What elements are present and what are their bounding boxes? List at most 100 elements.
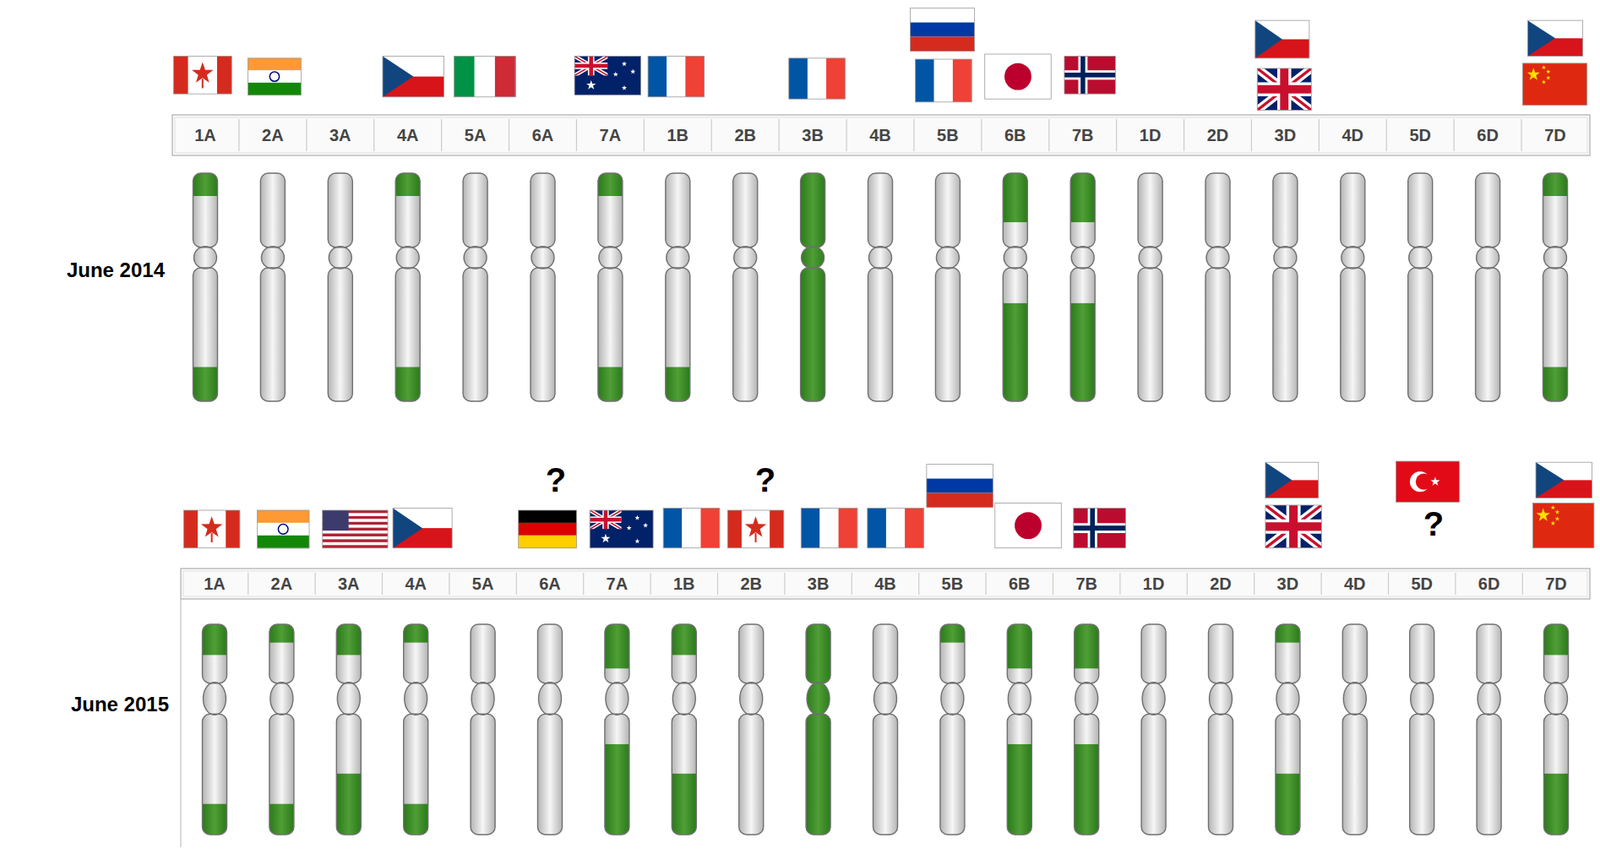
cell-divider [1522, 572, 1524, 595]
chromosome-outline [1208, 713, 1234, 835]
flag-part [248, 58, 302, 71]
flag-part [1527, 20, 1556, 56]
chromosome-outline [940, 624, 965, 684]
green-region [193, 173, 218, 402]
flag-border [173, 55, 232, 94]
country-flag [985, 54, 1052, 99]
flag-part [910, 22, 975, 38]
sequenced-region [1544, 773, 1569, 835]
chromosome-outline [1075, 682, 1099, 716]
chromosome-outline [327, 173, 353, 248]
country-flag [1532, 503, 1594, 549]
chromosome-outline [1137, 173, 1163, 248]
sequenced-region [403, 804, 429, 835]
chromosome-body [1343, 682, 1366, 716]
chromosome-outline [327, 267, 353, 402]
chromosome-outline [538, 713, 563, 835]
flag-part [322, 542, 388, 546]
chromosome-outline [739, 624, 764, 684]
chromosome-body [1002, 267, 1028, 402]
flag-border [1255, 20, 1310, 59]
flag-border [663, 508, 719, 549]
flag-part [1004, 63, 1032, 91]
country-flag [1265, 505, 1322, 549]
chromosome-label: 7D [1523, 118, 1588, 153]
chromosome-outline [739, 713, 764, 835]
flag-part [183, 510, 198, 549]
chromosome-outline [396, 246, 420, 269]
country-flag [1073, 508, 1127, 549]
chromosome-outline [868, 267, 893, 402]
chromosome-body [1410, 682, 1434, 716]
cell-divider [1052, 572, 1054, 595]
chromosome-body [1544, 713, 1569, 835]
flag-border [574, 55, 642, 95]
flag-border [1527, 20, 1583, 56]
chromosome-body [1138, 246, 1162, 269]
flag-star [1545, 76, 1551, 81]
chromosome-body [1342, 713, 1367, 835]
chromosome-label: 1D [1121, 570, 1187, 598]
flag-part [211, 533, 213, 543]
flag-part [1396, 461, 1460, 502]
cell-divider [1318, 119, 1320, 152]
green-region [1074, 624, 1100, 835]
sequenced-region [269, 624, 294, 643]
chromosome-body [260, 173, 285, 248]
chromosome-body [739, 624, 764, 684]
flag-part [1265, 505, 1322, 549]
flag-part [1064, 55, 1116, 94]
flag-part [173, 55, 188, 94]
chromosome-label: 2B [718, 570, 784, 598]
chromosome-body [1141, 624, 1166, 684]
chromosome-outline [1275, 713, 1301, 835]
chromosome-body [1208, 624, 1234, 684]
cell-divider [918, 572, 920, 595]
flag-border [1522, 63, 1587, 106]
chromosome-body [395, 173, 420, 248]
chromosome-body [1409, 624, 1435, 684]
cell-divider [851, 572, 853, 595]
sequenced-region [1070, 173, 1095, 223]
flag-part [727, 510, 742, 549]
flag-part [700, 508, 720, 549]
chromosome-outline [941, 682, 964, 716]
flag-part [474, 55, 496, 97]
chromosome-outline [1273, 246, 1297, 269]
chromosome-body [403, 624, 429, 684]
chromosome-body [538, 624, 563, 684]
chromosome-outline [1007, 682, 1031, 716]
flag-star [634, 515, 640, 521]
chromosome-outline [1410, 682, 1434, 716]
chromosome-body [1137, 267, 1163, 402]
chromosome-body [1275, 624, 1301, 684]
chromosome-label: 6B [983, 118, 1048, 153]
country-flag [800, 508, 858, 549]
flag-star [586, 80, 596, 90]
chromosome-outline [270, 682, 294, 716]
green-region [336, 624, 361, 835]
chromosome-body [1476, 624, 1502, 684]
chromosome-outline [336, 713, 361, 835]
country-flag [382, 55, 444, 97]
union-jack [1257, 68, 1312, 111]
sequenced-region [1275, 624, 1301, 643]
chromosome-body [1544, 624, 1569, 684]
chromosome-label: 5A [451, 570, 516, 598]
chromosome-outline [800, 173, 826, 248]
chromosome-outline [1544, 713, 1569, 835]
chromosome-body [193, 173, 218, 248]
flag-border [985, 54, 1052, 99]
flag-border [647, 55, 704, 97]
flag-star [1541, 65, 1546, 70]
chromosome-body [471, 682, 495, 716]
chromosome-body [1071, 246, 1094, 269]
chromosome-body [940, 713, 965, 835]
green-region [403, 624, 429, 835]
flag-part [1073, 525, 1127, 531]
country-flag [574, 55, 642, 95]
chromosome-body [1209, 682, 1233, 716]
flag-star [1430, 476, 1440, 485]
country-flag [256, 510, 310, 549]
chromosome-outline [1141, 624, 1166, 684]
